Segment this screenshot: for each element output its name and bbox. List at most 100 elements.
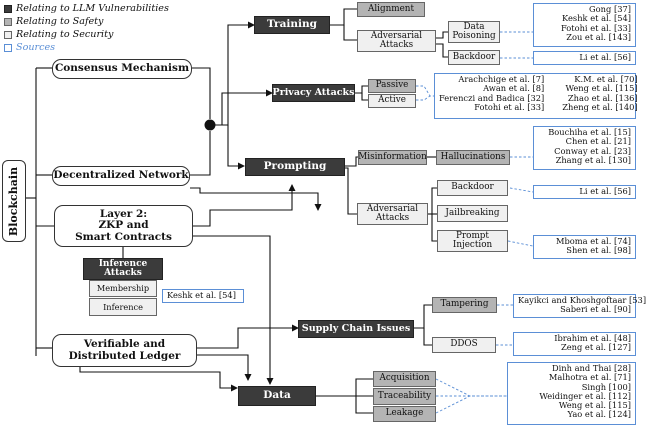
consensus-mechanism: Consensus Mechanism	[52, 59, 192, 79]
source-citation: Keshk et al. [54]	[167, 290, 236, 301]
legend-label: Sources	[16, 42, 56, 53]
ledger-line-2: Distributed Ledger	[68, 349, 181, 362]
junction-dot	[204, 119, 216, 131]
jailbreaking-node: Jailbreaking	[437, 205, 508, 222]
source-citation: Ibrahim et al. [48]	[554, 333, 631, 343]
source-citation: Saberi et al. [90]	[560, 304, 631, 315]
source-citation: Zou et al. [143]	[566, 31, 631, 42]
source-citation: Singh [100]	[581, 381, 631, 392]
source-citation: Ferenczi and Badica [32]	[439, 92, 545, 103]
inference-sources: Keshk et al. [54]	[162, 289, 244, 303]
prompting-adversarial-attacks: Adversarial Attacks	[357, 203, 428, 225]
misinformation-node: Misinformation	[358, 150, 427, 165]
source-citation: Zhang et al. [130]	[555, 154, 631, 165]
decentralized-network: Decentralized Network	[52, 166, 190, 186]
layer2-line-2: ZKP and	[98, 219, 149, 232]
injection-line-2: Injection	[452, 240, 493, 250]
training-backdoor-node: Backdoor	[448, 50, 500, 65]
layer2-line-1: Layer 2:	[99, 208, 148, 221]
data-node: Data	[238, 386, 316, 406]
source-citation: Chen et al. [21]	[565, 136, 631, 147]
source-citation: Arachchige et al. [7]	[458, 74, 545, 84]
hallucinations-node: Hallucinations	[436, 150, 510, 165]
inference-title-1: Inference	[98, 258, 148, 269]
legend-swatch-source	[4, 43, 12, 52]
adversarial-line-1: Adversarial	[370, 30, 423, 41]
adversarial-line-1: Adversarial	[366, 203, 419, 214]
hallucination-sources: Bouchiha et al. [15] Chen et al. [21] Co…	[533, 126, 636, 170]
legend-item-security: Relating to Security	[4, 29, 113, 40]
source-citation: Li et al. [56]	[579, 52, 631, 62]
active-node: Active	[368, 94, 416, 108]
ddos-node: DDOS	[432, 337, 496, 353]
source-citation: Weng et al. [115]	[565, 83, 638, 94]
source-citation: Malhotra et al. [71]	[548, 372, 631, 383]
verifiable-distributed-ledger: Verifiable and Distributed Ledger	[52, 334, 197, 367]
privacy-sources: Arachchige et al. [7] K.M. et al. [70] A…	[434, 73, 638, 119]
prompting-backdoor-node: Backdoor	[437, 180, 508, 196]
source-citation: Keshk et al. [54]	[562, 13, 631, 24]
source-citation: Yao et al. [124]	[567, 409, 631, 420]
source-citation: Bouchiha et al. [15]	[548, 127, 631, 137]
injection-line-1: Prompt	[456, 230, 489, 241]
source-citation: Mboma et al. [74]	[555, 236, 631, 246]
layer2-zkp-smart-contracts: Layer 2: ZKP and Smart Contracts	[54, 205, 193, 247]
poisoning-line-1: Data	[463, 21, 485, 32]
layer2-line-3: Smart Contracts	[75, 230, 172, 243]
adversarial-line-2: Attacks	[379, 40, 414, 50]
root-blockchain: Blockchain	[2, 160, 26, 242]
root-label: Blockchain	[7, 166, 21, 236]
source-citation: Shen et al. [98]	[566, 245, 631, 256]
source-citation: Fotohi et al. [33]	[560, 22, 631, 33]
prompting-backdoor-sources: Li et al. [56]	[533, 185, 636, 199]
training-adversarial-attacks: Adversarial Attacks	[357, 30, 436, 52]
source-citation: Weng et al. [115]	[558, 400, 631, 411]
legend-item-vulnerabilities: Relating to LLM Vulnerabilities	[4, 3, 169, 14]
source-citation: Zhao et al. [136]	[567, 92, 638, 103]
source-citation: Zeng et al. [127]	[560, 342, 631, 353]
legend-label: Relating to Security	[16, 29, 114, 40]
poisoning-sources: Gong [37] Keshk et al. [54] Fotohi et al…	[533, 3, 636, 47]
prompt-injection-node: Prompt Injection	[437, 230, 508, 252]
source-citation: Weidinger et al. [112]	[539, 390, 631, 401]
ledger-line-1: Verifiable and	[83, 338, 166, 351]
source-citation: Kayikci and Khoshgoftaar [53]	[518, 295, 647, 305]
inference-title-2: Attacks	[104, 268, 142, 278]
source-citation: K.M. et al. [70]	[574, 74, 638, 84]
training-node: Training	[254, 16, 330, 34]
inference-attacks: Inference Attacks	[83, 258, 163, 280]
legend-swatch-light	[4, 30, 12, 39]
injection-sources: Mboma et al. [74] Shen et al. [98]	[533, 235, 636, 259]
legend-swatch-mid	[4, 17, 12, 26]
source-citation: Zheng et al. [140]	[562, 101, 638, 112]
prompting-node: Prompting	[245, 158, 345, 176]
source-citation: Conway et al. [23]	[554, 145, 631, 156]
acquisition-node: Acquisition	[373, 371, 436, 387]
traceability-node: Traceability	[373, 388, 436, 405]
privacy-attacks-node: Privacy Attacks	[272, 84, 355, 102]
tampering-node: Tampering	[432, 297, 497, 313]
source-citation: Dinh and Thai [28]	[551, 363, 631, 373]
source-citation: Gong [37]	[589, 4, 631, 14]
membership-attack: Membership	[89, 280, 157, 297]
alignment-node: Alignment	[357, 2, 425, 17]
legend-item-safety: Relating to Safety	[4, 16, 103, 27]
legend-item-sources: Sources	[4, 42, 55, 53]
poisoning-line-2: Poisoning	[452, 31, 496, 41]
passive-node: Passive	[368, 79, 416, 93]
source-citation: Li et al. [56]	[579, 186, 631, 196]
adversarial-line-2: Attacks	[375, 213, 410, 223]
training-backdoor-sources: Li et al. [56]	[533, 51, 636, 65]
leakage-node: Leakage	[373, 406, 436, 422]
legend-swatch-dark	[4, 4, 12, 13]
data-sources: Dinh and Thai [28] Malhotra et al. [71] …	[507, 362, 636, 425]
inference-attack: Inference	[89, 298, 157, 316]
source-citation: Fotohi et al. [33]	[474, 101, 545, 112]
data-poisoning-node: Data Poisoning	[448, 21, 500, 43]
tampering-sources: Kayikci and Khoshgoftaar [53] Saberi et …	[513, 294, 647, 318]
privacy-sources-grid: Arachchige et al. [7] K.M. et al. [70] A…	[439, 74, 638, 112]
source-citation: Awan et al. [8]	[483, 83, 545, 94]
ddos-sources: Ibrahim et al. [48] Zeng et al. [127]	[513, 332, 636, 356]
